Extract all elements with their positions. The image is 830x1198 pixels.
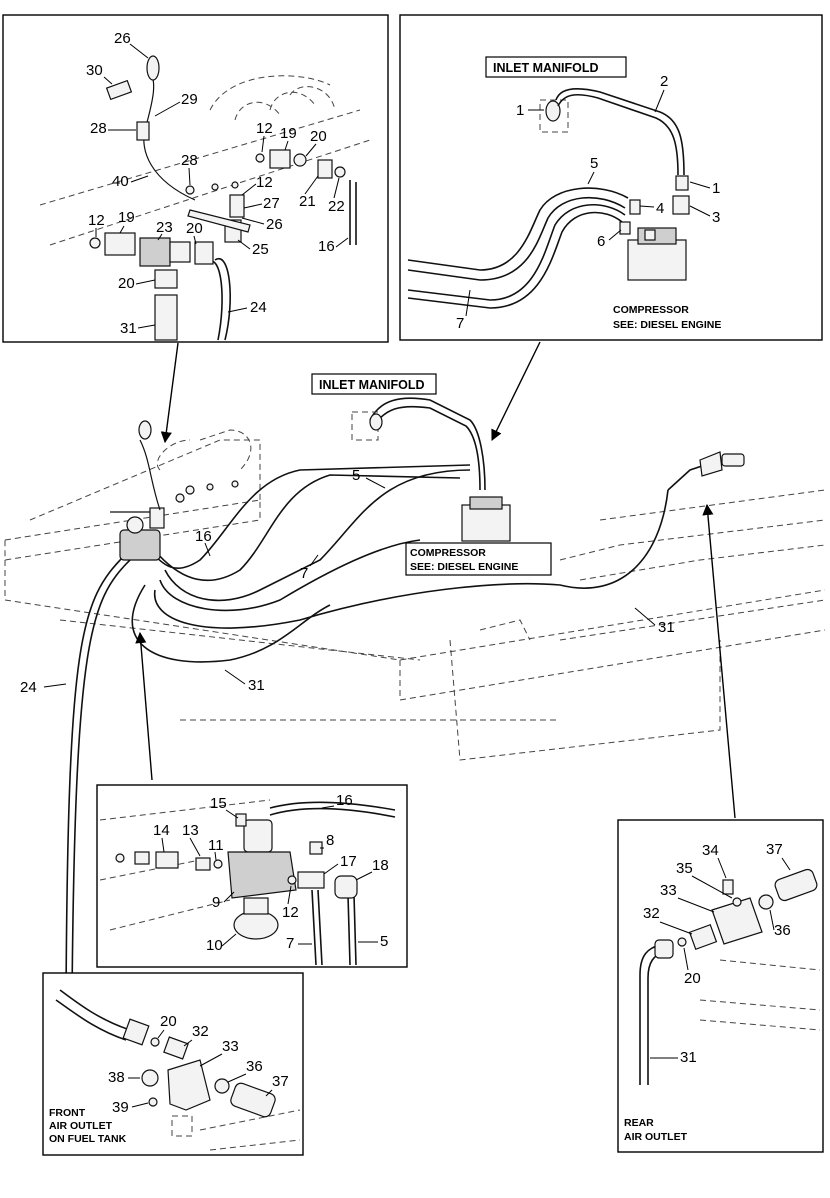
front-outlet-label-3: ON FUEL TANK <box>49 1133 127 1145</box>
callout: 31 <box>120 320 137 337</box>
callout: 32 <box>643 905 660 922</box>
callout: 30 <box>86 62 103 79</box>
callout: 37 <box>766 841 783 858</box>
inset-bottom-right: REAR AIR OUTLET 34 37 35 33 32 36 20 31 <box>617 819 824 1153</box>
bottom-left-callouts: 20 32 33 36 37 38 39 <box>108 1013 289 1116</box>
front-outlet-label-1: FRONT <box>49 1107 86 1119</box>
callout: 33 <box>660 882 677 899</box>
callout: 27 <box>263 195 280 212</box>
bottom-right-callouts: 34 37 35 33 32 36 20 31 <box>643 841 791 1066</box>
inset-top-left: 26 30 29 28 12 19 20 28 12 27 26 40 21 <box>2 14 389 343</box>
callout: 6 <box>597 233 605 250</box>
main-assembly: INLET MANIFOLD COMPRESSOR SEE: DIESEL EN… <box>4 341 826 1001</box>
callout: 1 <box>712 180 720 197</box>
callout: 16 <box>336 792 353 809</box>
inset-middle: 15 16 14 13 11 8 17 18 9 12 10 7 5 <box>96 784 408 968</box>
rear-outlet-label-2: AIR OUTLET <box>624 1131 688 1143</box>
callout: 9 <box>212 894 220 911</box>
callout: 20 <box>186 220 203 237</box>
callout: 34 <box>702 842 719 859</box>
top-left-callouts: 26 30 29 28 12 19 20 28 12 27 26 40 21 <box>86 30 349 337</box>
inset-top-right: INLET MANIFOLD COMPRESSOR SEE: DIESEL EN… <box>399 14 823 341</box>
callout: 7 <box>456 315 464 332</box>
callout: 23 <box>156 219 173 236</box>
callout: 13 <box>182 822 199 839</box>
callout: 38 <box>108 1069 125 1086</box>
callout: 35 <box>676 860 693 877</box>
compressor-label-top: COMPRESSOR <box>613 304 689 316</box>
callout: 21 <box>299 193 316 210</box>
callout: 12 <box>88 212 105 229</box>
callout: 31 <box>248 677 265 694</box>
callout: 26 <box>266 216 283 233</box>
callout: 28 <box>90 120 107 137</box>
callout: 8 <box>326 832 334 849</box>
inset-bottom-left: FRONT AIR OUTLET ON FUEL TANK 20 32 33 3… <box>42 972 304 1156</box>
callout: 31 <box>680 1049 697 1066</box>
callout: 5 <box>380 933 388 950</box>
callout: 39 <box>112 1099 129 1116</box>
top-right-callouts: 1 2 5 1 4 3 6 7 <box>456 73 720 332</box>
callout: 25 <box>252 241 269 258</box>
inlet-manifold-label-top: INLET MANIFOLD <box>493 61 599 75</box>
callout: 7 <box>286 935 294 952</box>
callout: 4 <box>656 200 664 217</box>
callout: 20 <box>684 970 701 987</box>
callout: 24 <box>20 679 37 696</box>
callout: 29 <box>181 91 198 108</box>
rear-outlet-label-1: REAR <box>624 1117 654 1129</box>
callout: 2 <box>660 73 668 90</box>
callout: 1 <box>516 102 524 119</box>
callout: 20 <box>160 1013 177 1030</box>
callout: 10 <box>206 937 223 954</box>
callout: 12 <box>256 120 273 137</box>
compressor-see-label-top: SEE: DIESEL ENGINE <box>613 319 721 331</box>
callout: 28 <box>181 152 198 169</box>
callout: 36 <box>246 1058 263 1075</box>
compressor-see-label-main: SEE: DIESEL ENGINE <box>410 561 518 573</box>
callout: 37 <box>272 1073 289 1090</box>
callout: 12 <box>256 174 273 191</box>
callout: 24 <box>250 299 267 316</box>
valve-cluster-main <box>110 420 239 561</box>
callout: 32 <box>192 1023 209 1040</box>
callout: 33 <box>222 1038 239 1055</box>
callout: 18 <box>372 857 389 874</box>
callout: 17 <box>340 853 357 870</box>
main-callouts: 5 16 7 31 31 24 <box>20 467 675 696</box>
callout: 5 <box>590 155 598 172</box>
callout: 5 <box>352 467 360 484</box>
callout: 26 <box>114 30 131 47</box>
callout: 15 <box>210 795 227 812</box>
callout: 12 <box>282 904 299 921</box>
callout: 36 <box>774 922 791 939</box>
compressor-label-main: COMPRESSOR <box>410 547 486 559</box>
callout: 14 <box>153 822 170 839</box>
callout: 3 <box>712 209 720 226</box>
callout: 20 <box>310 128 327 145</box>
callout: 19 <box>118 209 135 226</box>
inlet-manifold-label-main: INLET MANIFOLD <box>319 378 425 392</box>
callout: 11 <box>208 837 224 854</box>
front-outlet-label-2: AIR OUTLET <box>49 1120 113 1132</box>
callout: 7 <box>300 565 308 582</box>
callout: 22 <box>328 198 345 215</box>
callout: 16 <box>195 528 212 545</box>
callout: 31 <box>658 619 675 636</box>
callout: 20 <box>118 275 135 292</box>
callout: 19 <box>280 125 297 142</box>
callout: 40 <box>112 173 129 190</box>
middle-callouts: 15 16 14 13 11 8 17 18 9 12 10 7 5 <box>153 792 389 954</box>
callout: 16 <box>318 238 335 255</box>
